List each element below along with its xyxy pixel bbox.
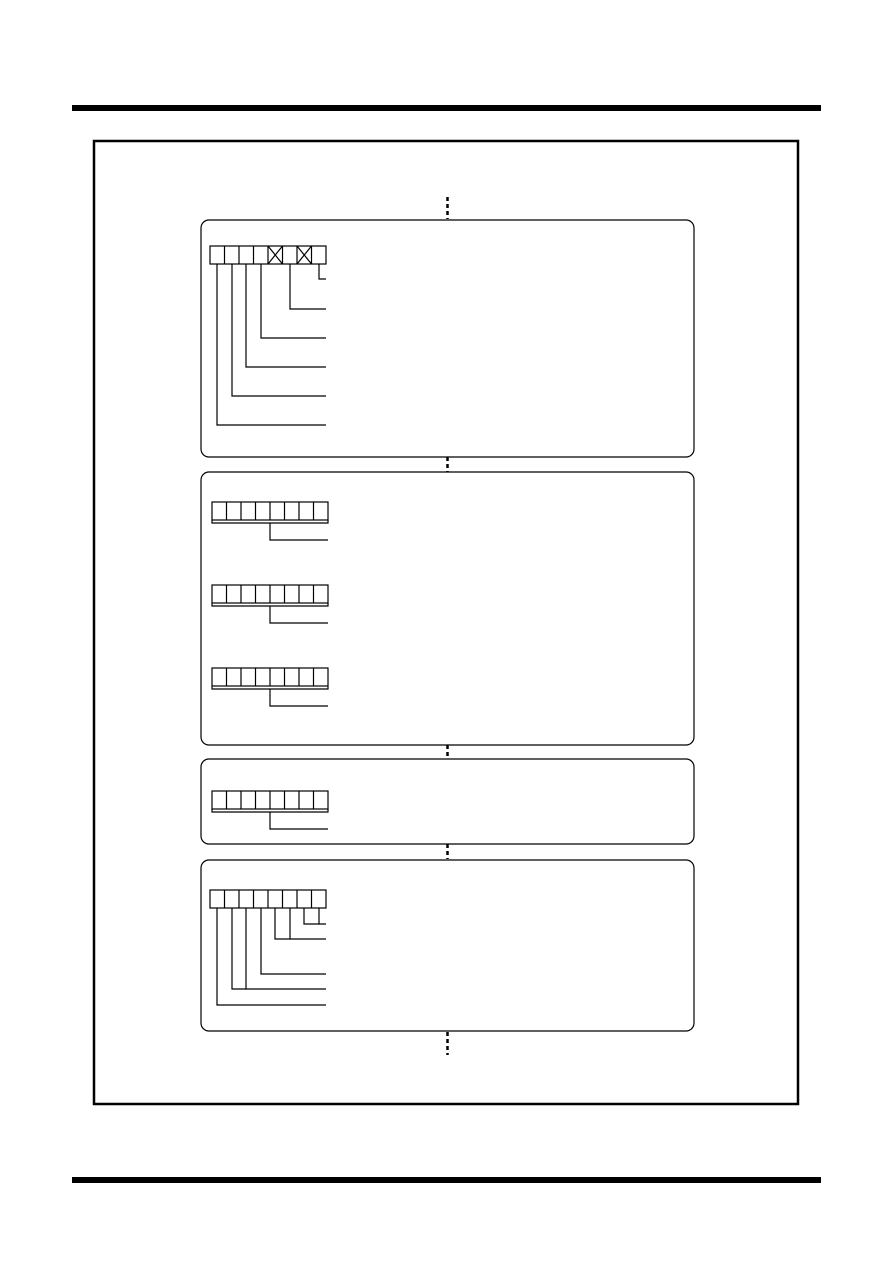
register-a [211, 501, 329, 541]
leader-line-bit1-2 [303, 908, 319, 925]
leader-line-bit6 [231, 908, 246, 990]
leader-line-bit0 [318, 264, 326, 280]
leader-line-bit3b [274, 908, 290, 940]
leader-line [269, 689, 328, 707]
panel-1 [200, 219, 695, 458]
outer-frame [92, 139, 800, 1106]
leader-line-bit7 [216, 264, 326, 426]
panel-4-register [209, 889, 327, 1006]
reserved-bit-cross [296, 245, 312, 265]
panel-3 [200, 758, 695, 845]
reserved-bit-cross [267, 245, 283, 265]
leader-line-bit7 [216, 908, 326, 1006]
panel-2 [200, 471, 695, 746]
leader-line [269, 812, 328, 830]
leader-line [269, 606, 328, 624]
header-rule [72, 105, 821, 111]
leader-line-bit6 [231, 264, 326, 397]
bit-dividers [223, 890, 313, 908]
bit-dividers [225, 668, 315, 686]
footer-rule [72, 1177, 821, 1183]
panel-4 [200, 859, 695, 1032]
bit-dividers [225, 502, 315, 520]
leader-line-bit5 [245, 908, 326, 990]
bit-dividers [225, 791, 315, 809]
leader-line-bit5 [245, 264, 326, 368]
leader-line [269, 523, 328, 541]
register-b [211, 584, 329, 624]
leader-line-bit2 [289, 264, 326, 310]
panel-3-register [211, 790, 329, 830]
panel-2-registers [211, 501, 329, 707]
leader-line-bit4 [260, 264, 326, 339]
leader-line-bit0 [318, 908, 326, 925]
panel-1-register [209, 245, 327, 426]
register-c [211, 667, 329, 707]
bit-dividers [225, 585, 315, 603]
leader-line-bit4 [260, 908, 326, 975]
